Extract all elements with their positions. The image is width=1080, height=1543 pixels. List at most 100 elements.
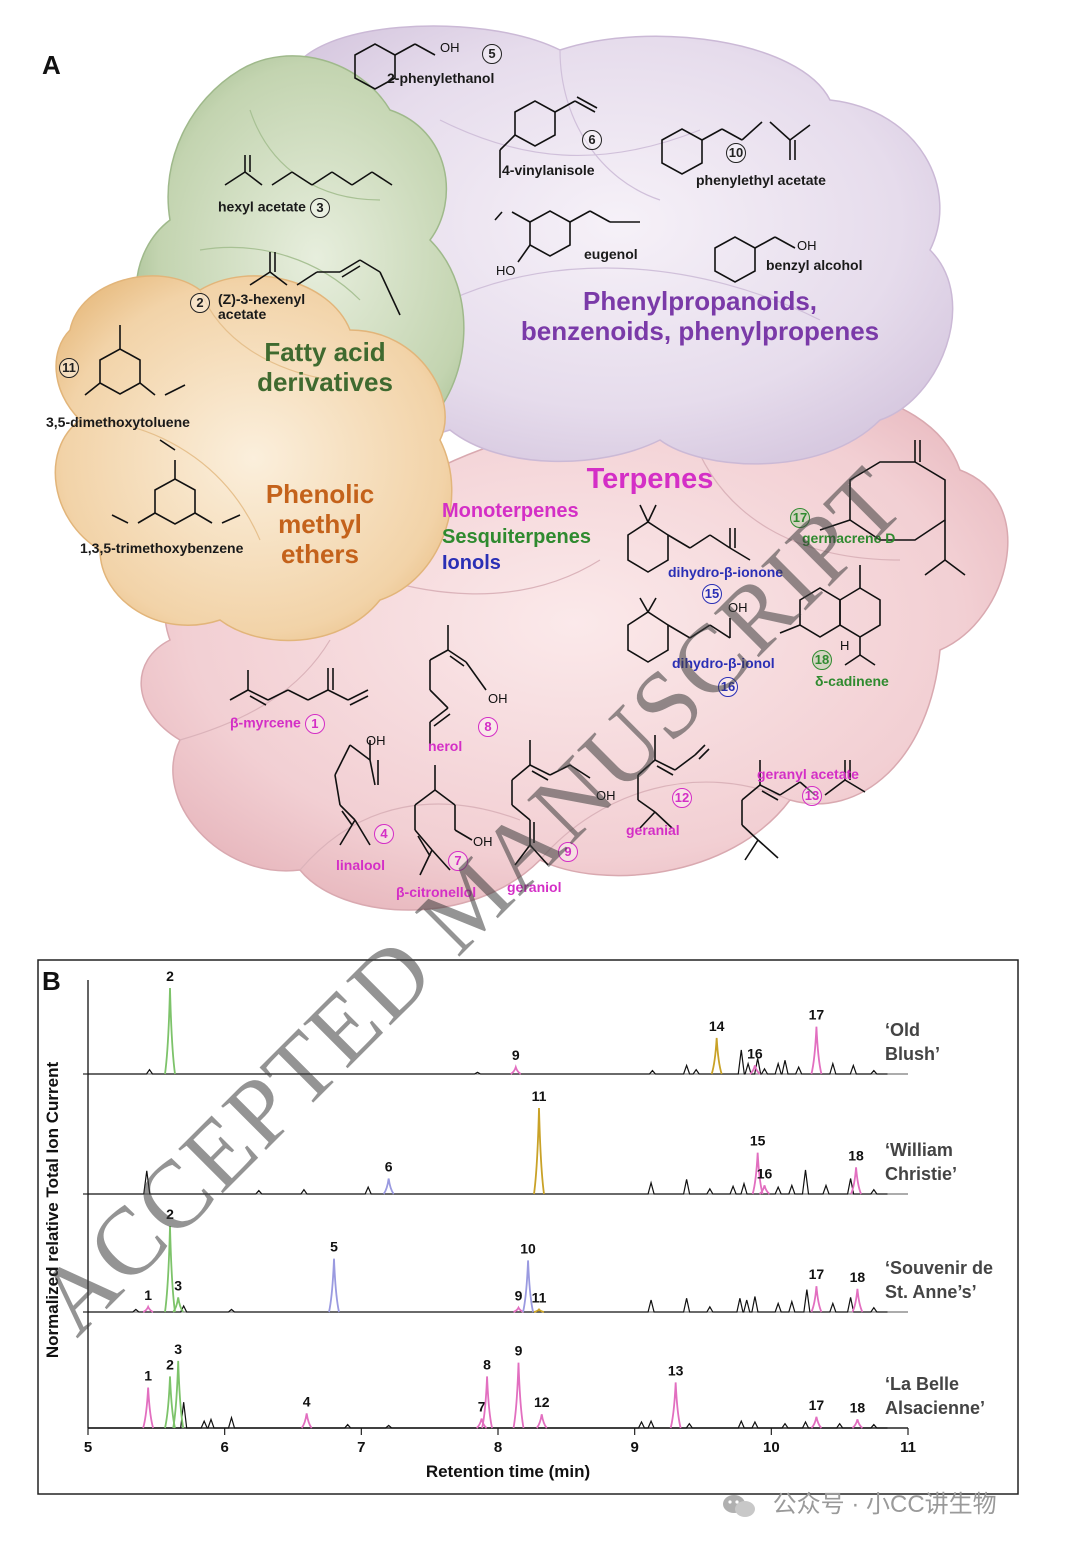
- compound-label: linalool: [336, 857, 385, 873]
- peak-label: 5: [330, 1239, 338, 1255]
- compound-label: geranyl acetate: [757, 766, 859, 782]
- peak-label: 9: [512, 1047, 520, 1063]
- peak-label: 10: [520, 1240, 536, 1256]
- compound-number: 8: [478, 717, 498, 737]
- peak-label: 2: [166, 1206, 174, 1222]
- chromatogram-peak: [758, 1185, 771, 1195]
- oh-label: OH: [473, 834, 493, 849]
- cultivar-label: ‘William: [885, 1140, 953, 1160]
- chromatogram-peak: [536, 1414, 548, 1429]
- chromatogram-peak: [142, 1304, 154, 1313]
- cultivar-label: Christie’: [885, 1164, 957, 1184]
- x-tick-label: 7: [357, 1439, 365, 1456]
- oh-label: OH: [440, 40, 460, 55]
- peak-label: 1: [144, 1287, 152, 1303]
- chromatogram-peak: [810, 1286, 823, 1313]
- chromatogram-peak: [810, 1026, 823, 1075]
- compound-number: 15: [702, 584, 722, 604]
- compound-label: β-citronellol: [396, 884, 477, 900]
- compound-label: benzyl alcohol: [766, 257, 863, 273]
- x-tick-label: 9: [630, 1439, 638, 1456]
- x-tick-label: 10: [763, 1439, 780, 1456]
- chromatogram-peak: [512, 1362, 525, 1429]
- peak-label: 17: [809, 1266, 825, 1282]
- compound-number: 3: [309, 198, 330, 218]
- compound-number: 18: [812, 650, 832, 670]
- peak-label: 9: [515, 1343, 523, 1359]
- peak-label: 8: [483, 1356, 491, 1372]
- chromatogram-peak: [522, 1260, 534, 1313]
- peak-label: 2: [166, 968, 174, 984]
- compound-number: 9: [558, 842, 578, 862]
- oh-label: OH: [596, 788, 616, 803]
- chromatogram-peak: [533, 1107, 545, 1195]
- wechat-text: 公众号 · 小CC讲生物: [772, 1491, 997, 1518]
- chromatogram-peak: [164, 1225, 176, 1313]
- trace-baseline: [88, 1289, 888, 1313]
- chromatogram-peak: [164, 1376, 176, 1429]
- peak-label: 18: [850, 1269, 866, 1285]
- compound-label: dihydro-β-ionone: [668, 564, 784, 580]
- compound-number: 16: [718, 677, 738, 697]
- peak-label: 17: [809, 1007, 825, 1023]
- peak-label: 11: [532, 1289, 547, 1305]
- x-axis-label: Retention time (min): [426, 1462, 590, 1481]
- compound-label: 4-vinylanisole: [502, 162, 595, 178]
- peak-label: 2: [166, 1356, 174, 1372]
- peak-label: 6: [385, 1159, 393, 1175]
- chromatogram-peak: [513, 1305, 524, 1313]
- peak-label: 13: [668, 1362, 684, 1378]
- peak-label: 9: [515, 1288, 523, 1304]
- x-tick-label: 11: [900, 1439, 916, 1456]
- chromatogram-peak: [476, 1418, 488, 1429]
- trace-baseline: [88, 1049, 888, 1075]
- cultivar-label: Blush’: [885, 1044, 940, 1064]
- compound-number: 6: [582, 130, 602, 150]
- chromatogram-peak: [749, 1065, 761, 1075]
- chromatogram-peak: [851, 1288, 864, 1313]
- chromatogram-peak: [850, 1167, 862, 1195]
- oh-label: OH: [797, 238, 817, 253]
- compound-number: 17: [790, 508, 810, 528]
- chromatogram-peak: [510, 1064, 522, 1075]
- compound-label: phenylethyl acetate: [696, 172, 826, 188]
- peak-label: 15: [750, 1133, 766, 1149]
- x-tick-label: 6: [220, 1439, 228, 1456]
- chromatogram-peak: [300, 1413, 313, 1429]
- compound-label: 1,3,5-trimethoxybenzene: [80, 540, 244, 556]
- cultivar-label: St. Anne’s’: [885, 1282, 977, 1302]
- oh-label: OH: [728, 600, 748, 615]
- peak-label: 12: [534, 1394, 550, 1410]
- compound-number: 11: [59, 358, 79, 378]
- group-monoterpenes: Monoterpenes: [442, 500, 579, 522]
- compound-label: dihydro-β-ionol: [672, 655, 775, 671]
- peak-label: 3: [174, 1277, 182, 1293]
- peak-label: 4: [303, 1393, 311, 1409]
- peak-label: 1: [144, 1368, 152, 1384]
- group-sesquiterpenes: Sesquiterpenes: [442, 526, 591, 548]
- oh-label: OH: [488, 691, 508, 706]
- y-axis-label: Normalized relative Total Ion Current: [43, 1062, 62, 1359]
- chart-frame: [37, 959, 1019, 1495]
- panel-a-letter: A: [42, 50, 61, 80]
- compound-number: 4: [374, 824, 394, 844]
- chromatogram-peak: [710, 1037, 723, 1075]
- compound-number: 2: [190, 293, 210, 313]
- oh-label: OH: [366, 733, 386, 748]
- compound-number: 13: [802, 786, 822, 806]
- compound-label: 3,5-dimethoxytoluene: [46, 414, 190, 430]
- peak-label: 16: [757, 1165, 773, 1181]
- compound-label: eugenol: [584, 246, 638, 262]
- chromatogram-peak: [142, 1387, 154, 1429]
- peak-label: 11: [532, 1088, 547, 1104]
- ho-label: HO: [496, 263, 516, 278]
- panel-b-letter: B: [42, 966, 61, 996]
- cultivar-label: ‘Souvenir de: [885, 1258, 993, 1278]
- structures: [84, 43, 966, 876]
- x-tick-label: 5: [84, 1439, 92, 1456]
- chromatogram-peak: [172, 1297, 184, 1313]
- x-tick-label: 8: [494, 1439, 502, 1456]
